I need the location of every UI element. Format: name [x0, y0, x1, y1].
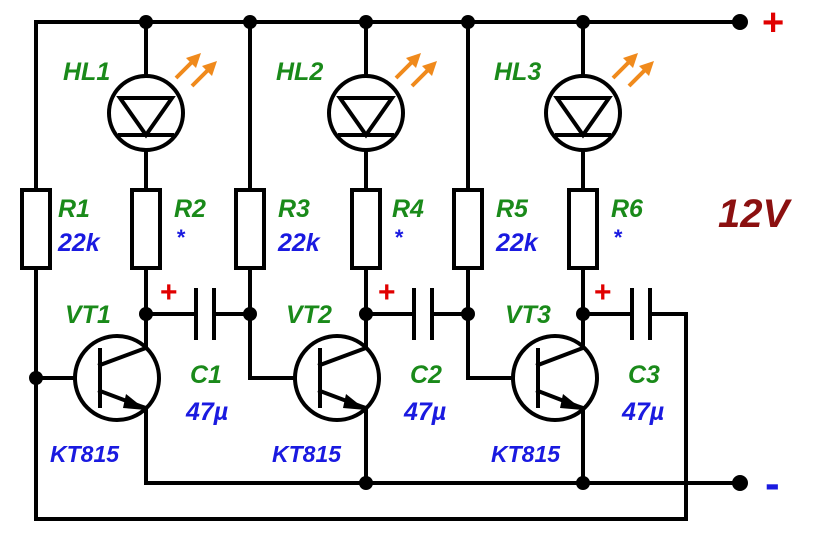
junction-dot: [139, 15, 153, 29]
led-label: HL2: [276, 58, 323, 86]
led-hl3: [544, 74, 622, 152]
resistor-value: 22k: [277, 229, 321, 257]
junction-dot: [29, 371, 43, 385]
resistor-label: R1: [58, 195, 90, 223]
transistor-vt3: [511, 334, 599, 422]
junction-dot: [576, 307, 590, 321]
capacitor-c3: [630, 288, 652, 340]
resistor-value: *: [613, 225, 623, 250]
light-arrows-hl1: [174, 53, 217, 88]
transistor-vt1: [73, 334, 161, 422]
capacitor-c2: [412, 288, 434, 340]
led-label: HL3: [494, 58, 541, 86]
junction-dot: [139, 307, 153, 321]
junction-dot: [243, 307, 257, 321]
resistor-r6: [567, 188, 599, 270]
resistor-label: R2: [174, 195, 206, 223]
transistor-label: VT2: [286, 301, 332, 329]
supply-voltage: 12V: [718, 192, 792, 236]
junction-dot: [461, 15, 475, 29]
transistor-label: VT3: [505, 301, 551, 329]
resistor-label: R6: [611, 195, 644, 223]
resistor-value: 22k: [495, 229, 539, 257]
capacitor-polarity: +: [594, 276, 612, 309]
transistor-model: KT815: [491, 441, 561, 467]
led-label: HL1: [63, 58, 110, 86]
resistors: [20, 188, 599, 270]
capacitor-polarity: +: [378, 276, 396, 309]
resistor-r2: [130, 188, 162, 270]
junction-dot: [243, 15, 257, 29]
positive-terminal: [732, 14, 748, 30]
junction-dot: [359, 307, 373, 321]
resistor-r4: [350, 188, 382, 270]
junction-dot: [576, 476, 590, 490]
negative-terminal: [732, 475, 748, 491]
junction-dot: [461, 307, 475, 321]
resistor-r3: [234, 188, 266, 270]
light-arrows-hl2: [394, 53, 437, 88]
led-hl1: [107, 74, 185, 152]
resistor-r5: [452, 188, 484, 270]
transistor-vt2: [293, 334, 381, 422]
light-arrows-hl3: [611, 53, 654, 88]
resistor-value: *: [394, 225, 404, 250]
capacitor-label: C3: [628, 361, 660, 389]
resistor-r1: [20, 188, 52, 270]
resistor-label: R4: [392, 195, 424, 223]
positive-rail-label: +: [762, 2, 784, 44]
negative-rail-label: -: [765, 459, 780, 508]
transistor-model: KT815: [50, 441, 120, 467]
capacitor-polarity: +: [160, 276, 178, 309]
junctions: [29, 14, 748, 491]
capacitor-c1: [194, 288, 216, 340]
resistor-label: R5: [496, 195, 529, 223]
led-hl2: [327, 74, 405, 152]
capacitor-value: 47µ: [621, 398, 664, 426]
resistor-value: 22k: [57, 229, 101, 257]
junction-dot: [576, 15, 590, 29]
capacitor-label: C1: [190, 361, 222, 389]
transistor-model: KT815: [272, 441, 342, 467]
capacitor-value: 47µ: [185, 398, 228, 426]
capacitor-value: 47µ: [403, 398, 446, 426]
resistor-label: R3: [278, 195, 310, 223]
transistor-label: VT1: [65, 301, 111, 329]
resistor-value: *: [176, 225, 186, 250]
junction-dot: [359, 15, 373, 29]
capacitor-label: C2: [410, 361, 442, 389]
feedback-loop-wire: [34, 312, 688, 521]
junction-dot: [359, 476, 373, 490]
